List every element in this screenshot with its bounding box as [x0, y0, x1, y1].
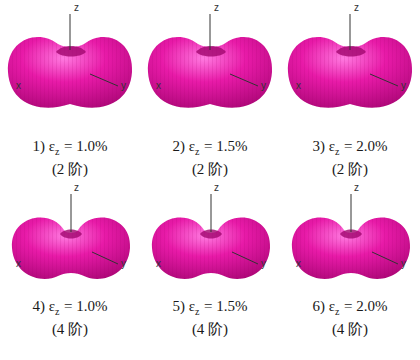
caption-order: (2 阶)	[192, 160, 228, 179]
caption-order: (4 阶)	[332, 320, 368, 339]
caption-line: 4) εz = 1.0%	[33, 298, 108, 317]
axis-label: x	[156, 80, 161, 91]
axis-label: y	[261, 258, 266, 269]
caption-order: (2 阶)	[52, 160, 88, 179]
caption-subscript: z	[195, 306, 199, 317]
caption-subscript: z	[335, 146, 339, 157]
caption-subscript: z	[55, 306, 59, 317]
caption-text: = 1.0%	[64, 298, 107, 314]
caption-text: 1) ε	[33, 138, 56, 154]
axis-label: x	[296, 80, 301, 91]
caption-text: 5) ε	[173, 298, 196, 314]
caption-text: 2) ε	[173, 138, 196, 154]
caption-subscript: z	[55, 146, 59, 157]
axis-label: x	[296, 258, 301, 269]
caption-text: = 2.0%	[344, 298, 387, 314]
caption-line: 1) εz = 1.0%	[33, 138, 108, 157]
caption-text: = 1.5%	[204, 298, 247, 314]
axis-label: x	[16, 258, 21, 269]
caption-text: 3) ε	[313, 138, 336, 154]
axis-label: z	[214, 2, 219, 13]
caption-text: 4) ε	[33, 298, 56, 314]
caption-text: = 1.5%	[204, 138, 247, 154]
caption-order: (4 阶)	[192, 320, 228, 339]
axis-label: z	[354, 182, 359, 193]
axis-label: z	[214, 182, 219, 193]
axis-label: z	[354, 2, 359, 13]
axis-label: x	[156, 258, 161, 269]
caption-text: = 1.0%	[64, 138, 107, 154]
caption-line: 2) εz = 1.5%	[173, 138, 248, 157]
caption-order: (4 阶)	[52, 320, 88, 339]
axis-label: y	[261, 80, 266, 91]
caption-order: (2 阶)	[332, 160, 368, 179]
caption-line: 3) εz = 2.0%	[313, 138, 388, 157]
caption-line: 5) εz = 1.5%	[173, 298, 248, 317]
caption-text: = 2.0%	[344, 138, 387, 154]
caption-text: 6) ε	[313, 298, 336, 314]
axis-label: y	[401, 80, 406, 91]
axis-label: x	[16, 80, 21, 91]
axis-label: y	[121, 258, 126, 269]
axis-label: y	[121, 80, 126, 91]
axis-label: z	[74, 2, 79, 13]
axis-label: y	[401, 258, 406, 269]
caption-subscript: z	[335, 306, 339, 317]
caption-line: 6) εz = 2.0%	[313, 298, 388, 317]
axis-label: z	[74, 182, 79, 193]
caption-subscript: z	[195, 146, 199, 157]
